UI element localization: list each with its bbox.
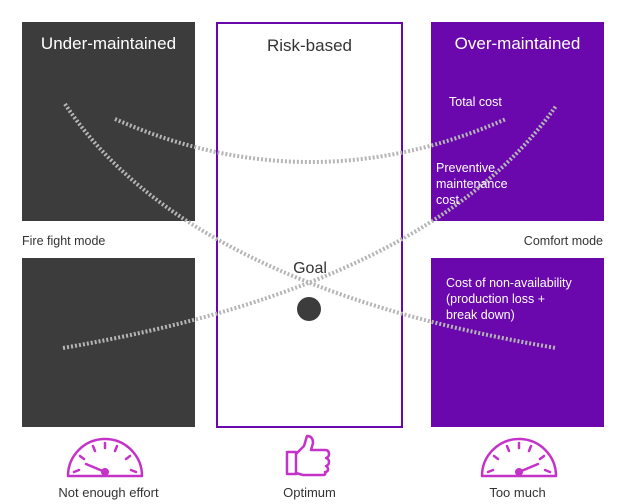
non-availability-label: Cost of non-availability (production los…: [446, 275, 572, 323]
over-maintained-top-panel: Over-maintained: [431, 22, 604, 221]
under-maintained-top-panel: Under-maintained: [22, 22, 195, 221]
preventive-cost-line-2: maintenance: [436, 177, 508, 191]
risk-based-title: Risk-based: [266, 36, 353, 55]
gauge-high-icon: [480, 437, 558, 478]
preventive-cost-label: Preventive maintenance cost: [436, 160, 508, 208]
non-availability-line-3: break down): [446, 308, 515, 322]
non-availability-cost-curve: [63, 102, 557, 350]
preventive-cost-line-3: cost: [436, 193, 459, 207]
thumbs-up-icon: [285, 434, 331, 477]
too-much-caption: Too much: [489, 485, 546, 500]
gauge-low-icon: [66, 437, 144, 478]
comfort-mode-label: Comfort mode: [523, 234, 603, 248]
under-maintained-bottom-panel: [22, 258, 195, 427]
non-availability-line-1: Cost of non-availability: [446, 276, 572, 290]
under-maintained-title: Under-maintained: [40, 34, 177, 53]
preventive-cost-line-1: Preventive: [436, 161, 496, 175]
risk-based-panel: Risk-based: [216, 22, 403, 428]
total-cost-curve: [114, 117, 507, 164]
over-maintained-title: Over-maintained: [454, 34, 581, 53]
not-enough-effort-caption: Not enough effort: [58, 485, 159, 500]
non-availability-line-2: (production loss +: [446, 292, 546, 306]
goal-label: Goal: [293, 260, 327, 277]
optimum-caption: Optimum: [283, 485, 336, 500]
fire-fight-mode-label: Fire fight mode: [22, 234, 106, 248]
preventive-cost-curve: [62, 104, 558, 350]
total-cost-label: Total cost: [449, 95, 502, 109]
goal-point: [297, 297, 321, 321]
